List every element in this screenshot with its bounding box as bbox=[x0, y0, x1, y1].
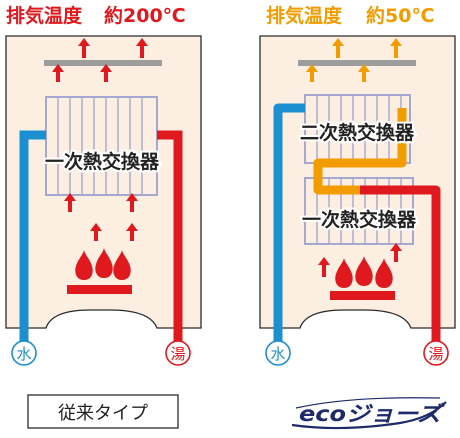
right-primary-exchanger-label: 一次熱交換器 bbox=[302, 208, 417, 231]
left-header-temperature: 約200℃ bbox=[104, 4, 186, 27]
left-heat-arrows bbox=[64, 193, 138, 241]
conventional-type-label: 従来タイプ bbox=[58, 403, 148, 424]
left-hot-water-outlet: 湯 bbox=[165, 340, 191, 366]
left-cabinet bbox=[5, 35, 202, 329]
left-burner-flame-icon bbox=[75, 248, 131, 280]
right-heat-arrows bbox=[318, 243, 402, 277]
right-header-temperature: 約50℃ bbox=[366, 4, 434, 27]
left-exhaust-vent bbox=[44, 60, 162, 66]
eco-jozu-logo: ecoジョーズ bbox=[291, 397, 447, 430]
right-burner-flame-icon bbox=[335, 256, 393, 288]
left-burner-bar bbox=[67, 285, 132, 294]
right-burner-bar bbox=[330, 291, 395, 300]
left-water-inlet-label: 水 bbox=[16, 345, 31, 363]
eco-jozu-logo-text: ecoジョーズ bbox=[299, 402, 446, 426]
left-header-prefix: 排気温度 bbox=[6, 4, 83, 27]
right-exhaust-arrows bbox=[306, 38, 402, 82]
left-hot-water-outlet-label: 湯 bbox=[170, 345, 185, 363]
left-primary-exchanger-grid bbox=[45, 96, 158, 196]
right-hot-water-outlet: 湯 bbox=[423, 340, 449, 366]
left-water-inlet: 水 bbox=[11, 340, 37, 366]
left-exhaust-arrows bbox=[52, 38, 148, 82]
right-header-prefix: 排気温度 bbox=[266, 4, 343, 27]
left-primary-exchanger-label: 一次熱交換器 bbox=[45, 150, 160, 173]
right-water-pipe bbox=[273, 103, 441, 341]
right-cabinet bbox=[259, 35, 456, 329]
right-water-inlet: 水 bbox=[265, 340, 291, 366]
conventional-type-caption: 従来タイプ bbox=[27, 394, 179, 429]
left-water-pipe bbox=[19, 130, 183, 341]
right-hot-water-outlet-label: 湯 bbox=[428, 345, 443, 363]
right-water-inlet-label: 水 bbox=[270, 345, 285, 363]
right-secondary-exchanger-label: 二次熱交換器 bbox=[300, 121, 415, 144]
right-exhaust-vent bbox=[298, 60, 416, 66]
